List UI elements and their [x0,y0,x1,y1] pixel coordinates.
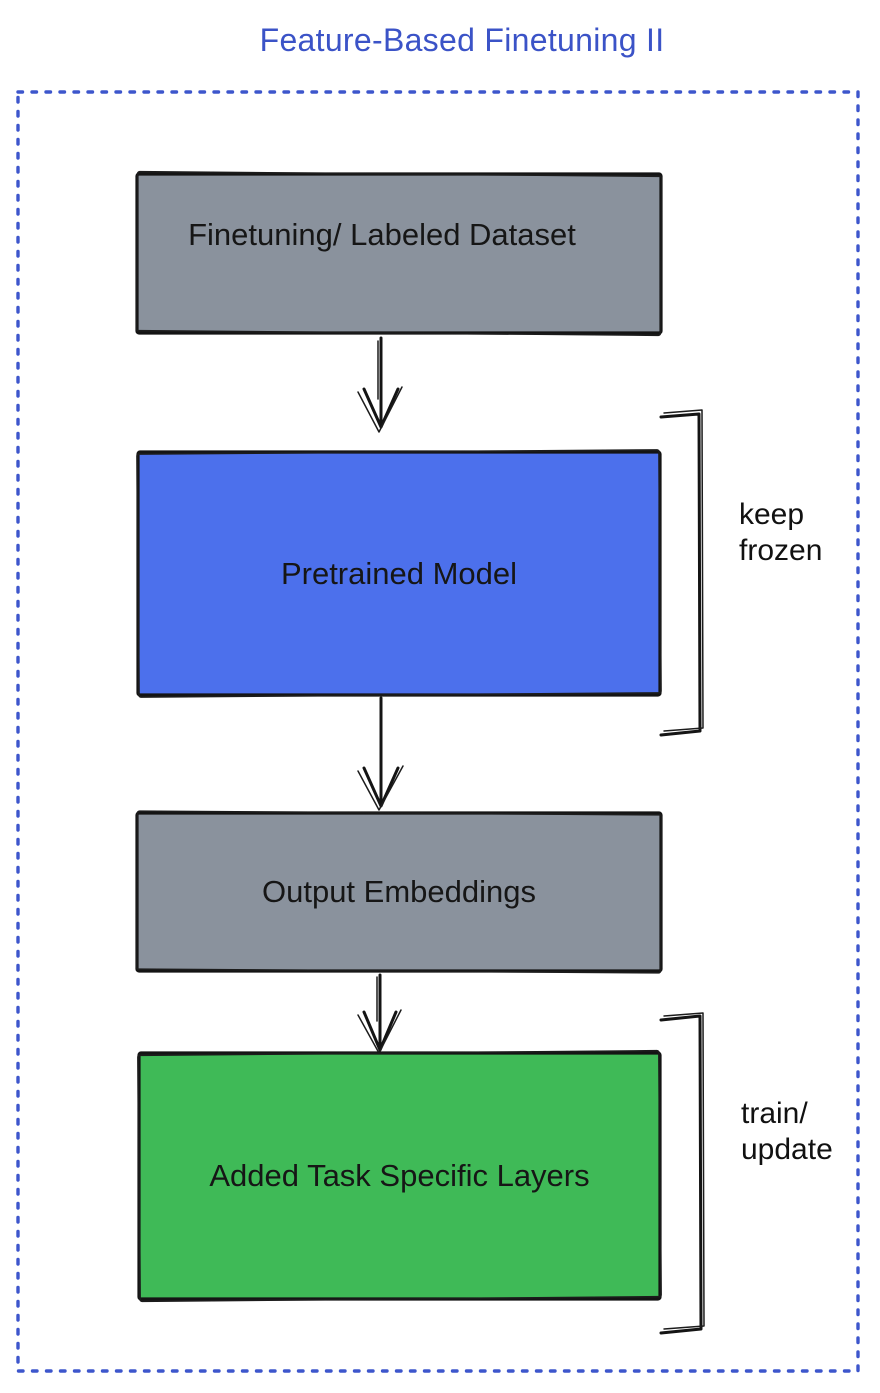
node-pretrained-box [136,449,662,698]
node-pretrained-label: Pretrained Model [280,555,518,591]
flow-arrow-icon [357,973,402,1054]
flow-arrow-icon [357,336,403,433]
annotation-train-update: train/ update [741,1097,833,1166]
annotation-keep-frozen: keep frozen [739,498,823,567]
node-embeddings-label: Output Embeddings [261,874,536,909]
node-task-layers-label: Added Task Specific Layers [209,1158,590,1193]
flow-arrow-icon [357,696,404,811]
node-dataset-box [135,170,663,337]
node-task-layers-box [137,1049,662,1303]
node-embeddings-box [135,810,663,974]
bracket-train-update-icon [659,1012,705,1335]
node-dataset-label: Finetuning/ Labeled Dataset [188,216,576,252]
bracket-keep-frozen-icon [659,409,704,737]
dashed-boundary [16,90,860,1373]
diagram-title: Feature-Based Finetuning II [259,22,665,58]
